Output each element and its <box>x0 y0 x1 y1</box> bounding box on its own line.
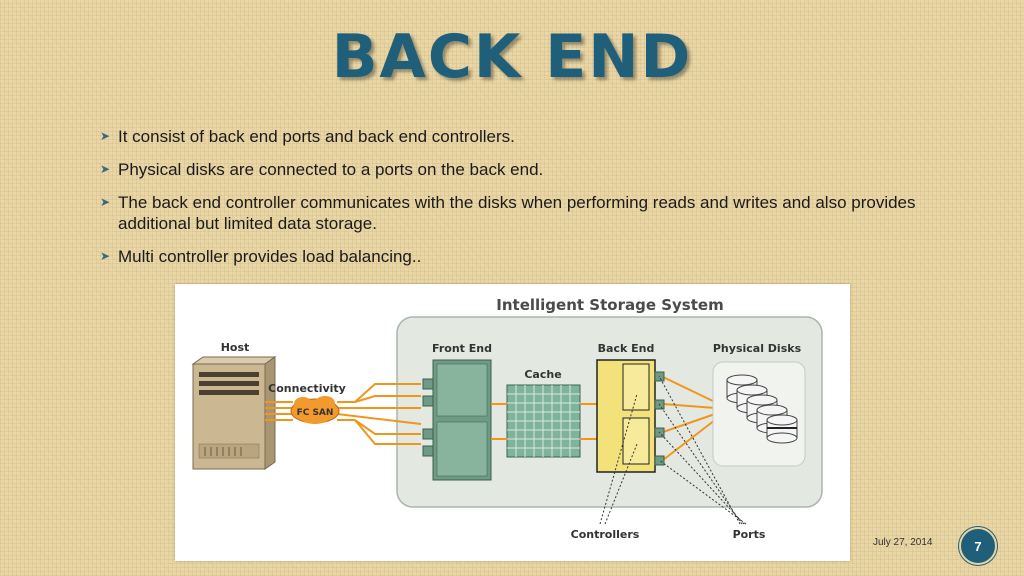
storage-system-diagram: Intelligent Storage System Host Connecti… <box>175 284 850 561</box>
fc-san-label: FC SAN <box>297 408 334 418</box>
bullet-item: ➤ Multi controller provides load balancin… <box>100 246 960 267</box>
host-server-icon <box>191 356 277 470</box>
host-label: Host <box>221 341 250 354</box>
pointer-lines <box>599 375 747 525</box>
arrow-bullet-icon: ➤ <box>100 249 111 263</box>
back-end-module <box>596 359 665 473</box>
connection-lines <box>265 376 716 461</box>
page-number-badge: 7 <box>959 527 997 565</box>
back-end-label: Back End <box>598 342 655 355</box>
bullet-text: Multi controller provides load balancing… <box>118 247 422 266</box>
connectivity-label: Connectivity <box>268 382 346 395</box>
bullet-item: ➤ Physical disks are connected to a ports… <box>100 159 960 180</box>
arrow-bullet-icon: ➤ <box>100 129 111 143</box>
physical-disks-label: Physical Disks <box>713 342 802 355</box>
bullet-item: ➤ The back end controller communicates wi… <box>100 192 960 234</box>
bullet-list: ➤ It consist of back end ports and back e… <box>100 126 960 279</box>
slide-date: July 27, 2014 <box>873 537 933 548</box>
slide-title: BACK END <box>331 22 693 92</box>
front-end-label: Front End <box>432 342 492 355</box>
ports-label: Ports <box>733 528 766 541</box>
storage-system-label: Intelligent Storage System <box>496 296 723 314</box>
bullet-item: ➤ It consist of back end ports and back e… <box>100 126 960 147</box>
internal-links <box>491 403 597 440</box>
bullet-text: The back end controller communicates wit… <box>118 193 916 233</box>
front-end-module <box>422 359 492 481</box>
arrow-bullet-icon: ➤ <box>100 162 111 176</box>
cache-label: Cache <box>524 368 561 381</box>
controllers-label: Controllers <box>571 528 640 541</box>
cache-grid <box>506 384 581 458</box>
fc-san-cloud-icon <box>290 396 340 424</box>
bullet-text: It consist of back end ports and back en… <box>118 127 515 146</box>
bullet-text: Physical disks are connected to a ports … <box>118 160 544 179</box>
arrow-bullet-icon: ➤ <box>100 195 111 209</box>
disk-stack-icon <box>726 374 798 444</box>
